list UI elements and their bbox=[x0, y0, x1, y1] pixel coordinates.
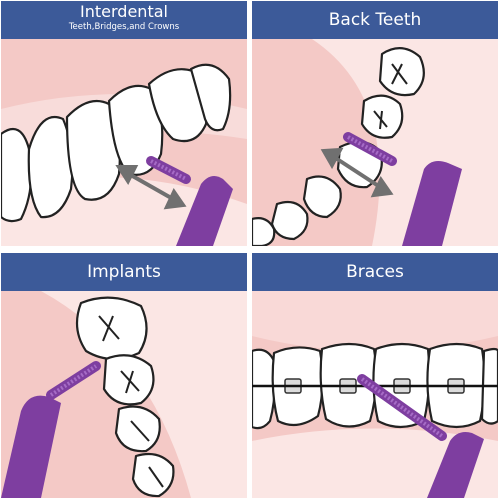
braces-with-brush-icon bbox=[252, 291, 498, 498]
panel-header: Implants bbox=[1, 253, 247, 291]
panel-header: Interdental Teeth,Bridges,and Crowns bbox=[1, 1, 247, 39]
panel-subtitle: Teeth,Bridges,and Crowns bbox=[68, 22, 180, 32]
molars-with-angled-brush-icon bbox=[252, 39, 498, 246]
panel-header: Back Teeth bbox=[252, 1, 498, 39]
panel-title: Interdental bbox=[80, 2, 168, 21]
panel-back-teeth: Back Teeth bbox=[252, 1, 498, 246]
panel-braces: Braces bbox=[252, 253, 498, 498]
panel-title: Implants bbox=[87, 262, 161, 282]
implant-teeth-with-brush-icon bbox=[1, 291, 247, 498]
panel-interdental: Interdental Teeth,Bridges,and Crowns bbox=[1, 1, 247, 246]
panel-header: Braces bbox=[252, 253, 498, 291]
panel-title: Back Teeth bbox=[328, 10, 422, 30]
panel-implants: Implants bbox=[1, 253, 247, 498]
teeth-with-interdental-brush-icon bbox=[1, 39, 247, 246]
panel-title: Braces bbox=[346, 262, 404, 282]
